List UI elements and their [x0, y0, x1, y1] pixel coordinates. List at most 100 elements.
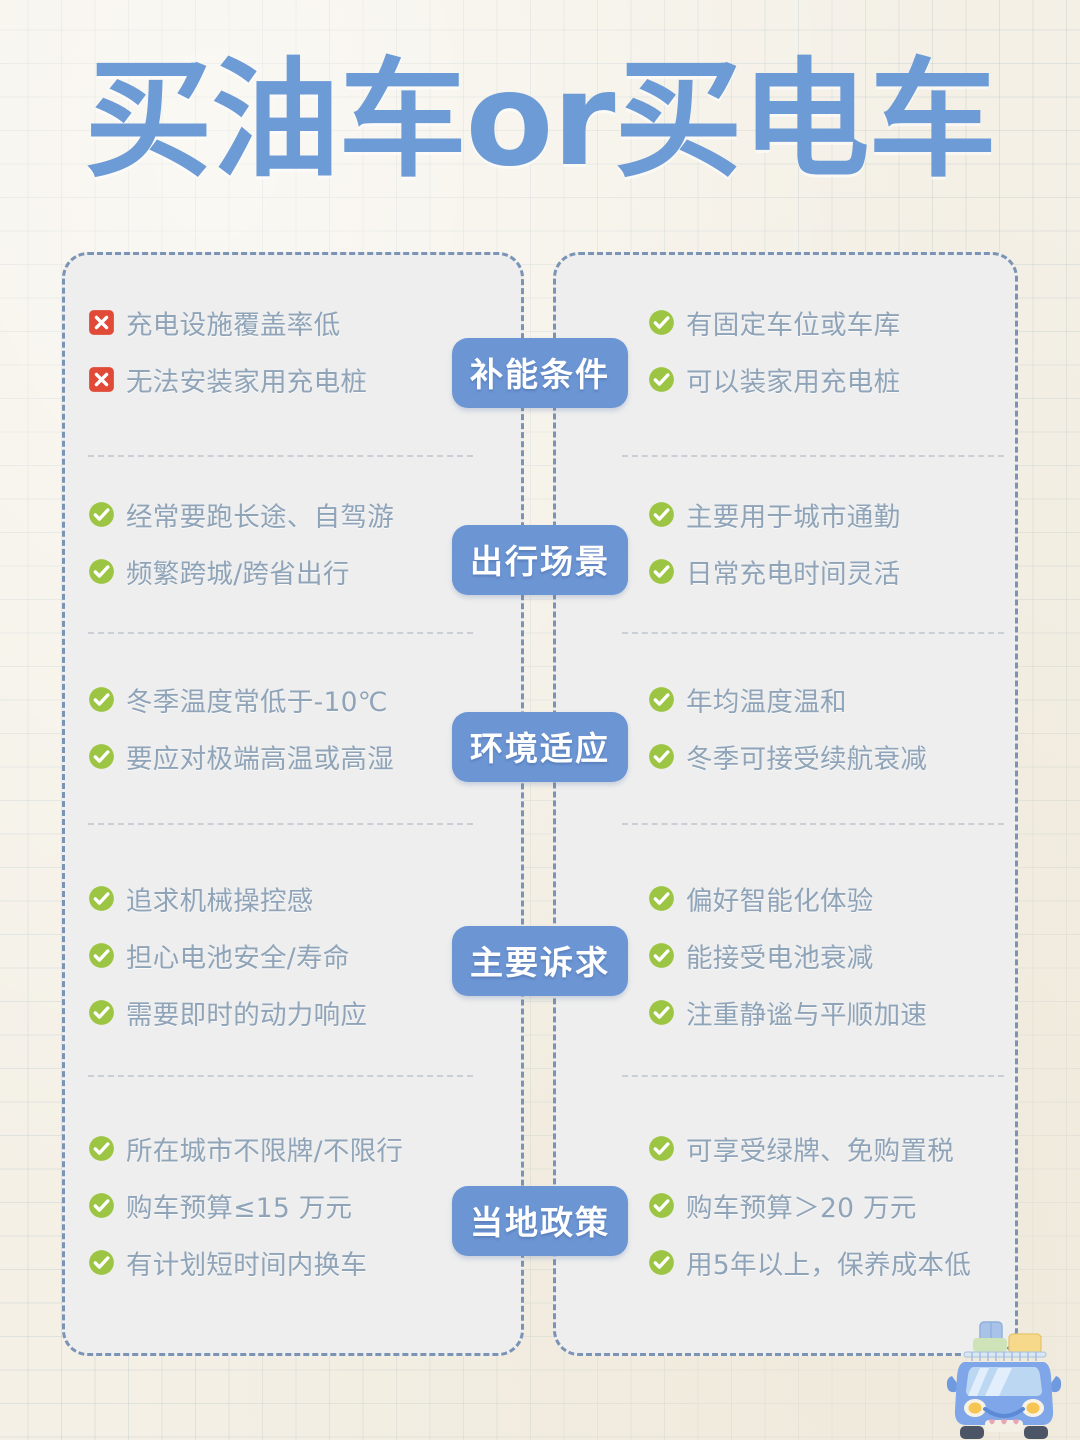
check-icon	[88, 686, 115, 713]
section-divider	[622, 1075, 1004, 1077]
list-item[interactable]: 所在城市不限牌/不限行	[88, 1129, 403, 1168]
list-item-label: 追求机械操控感	[126, 885, 314, 917]
check-icon	[648, 1249, 675, 1276]
check-icon	[648, 743, 675, 770]
list-item[interactable]: 有计划短时间内换车	[88, 1243, 367, 1282]
list-item-label: 购车预算≤15 万元	[126, 1192, 353, 1224]
check-icon	[88, 1249, 115, 1276]
category-label-5[interactable]: 当地政策	[452, 1186, 628, 1256]
list-item-label: 有计划短时间内换车	[126, 1249, 368, 1281]
list-item[interactable]: 能接受电池衰减	[648, 936, 874, 975]
list-item[interactable]: 充电设施覆盖率低	[88, 303, 340, 342]
cross-icon	[88, 309, 115, 336]
list-item[interactable]: 冬季温度常低于-10℃	[88, 680, 388, 719]
check-icon	[648, 366, 675, 393]
list-item[interactable]: 用5年以上，保养成本低	[648, 1243, 971, 1282]
list-item-label: 冬季温度常低于-10℃	[126, 687, 388, 718]
section-row: 经常要跑长途、自驾游频繁跨城/跨省出行主要用于城市通勤日常充电时间灵活	[0, 455, 1080, 630]
section-row: 充电设施覆盖率低无法安装家用充电桩有固定车位或车库可以装家用充电桩	[0, 262, 1080, 440]
check-icon	[88, 558, 115, 585]
category-label-3[interactable]: 环境适应	[452, 712, 628, 782]
check-icon	[648, 999, 675, 1026]
list-item[interactable]: 冬季可接受续航衰减	[648, 737, 927, 776]
list-item[interactable]: 偏好智能化体验	[648, 879, 874, 918]
check-icon	[648, 686, 675, 713]
check-icon	[648, 501, 675, 528]
section-divider	[88, 455, 473, 457]
list-item[interactable]: 注重静谧与平顺加速	[648, 993, 927, 1032]
list-item-label: 经常要跑长途、自驾游	[126, 501, 394, 533]
list-item[interactable]: 需要即时的动力响应	[88, 993, 367, 1032]
section-row: 冬季温度常低于-10℃ 要应对极端高温或高湿 年均温度温和冬季可接受续航衰减	[0, 638, 1080, 818]
list-item[interactable]: 主要用于城市通勤	[648, 495, 900, 534]
list-item-label: 可享受绿牌、免购置税	[686, 1135, 954, 1167]
list-item[interactable]: 可享受绿牌、免购置税	[648, 1129, 954, 1168]
list-item-label: 所在城市不限牌/不限行	[126, 1135, 404, 1167]
check-icon	[88, 743, 115, 770]
category-label-1[interactable]: 补能条件	[452, 338, 628, 408]
list-item[interactable]: 无法安装家用充电桩	[88, 360, 367, 399]
list-item-label: 可以装家用充电桩	[686, 367, 901, 398]
list-item-label: 注重静谧与平顺加速	[686, 999, 928, 1031]
list-item[interactable]: 要应对极端高温或高湿	[88, 737, 394, 776]
list-item-label: 频繁跨城/跨省出行	[126, 558, 350, 590]
category-label-2[interactable]: 出行场景	[452, 525, 628, 595]
section-right-items: 有固定车位或车库可以装家用充电桩	[648, 262, 1048, 440]
list-item[interactable]: 频繁跨城/跨省出行	[88, 552, 350, 591]
section-divider	[622, 632, 1004, 634]
cross-icon	[88, 366, 115, 393]
section-right-items: 年均温度温和冬季可接受续航衰减	[648, 638, 1048, 818]
list-item-label: 要应对极端高温或高湿	[126, 744, 394, 775]
list-item[interactable]: 有固定车位或车库	[648, 303, 900, 342]
list-item[interactable]: 追求机械操控感	[88, 879, 314, 918]
list-item-label: 充电设施覆盖率低	[126, 310, 341, 341]
list-item-label: 有固定车位或车库	[686, 310, 901, 341]
list-item[interactable]: 年均温度温和	[648, 680, 847, 719]
section-divider	[622, 455, 1004, 457]
ev-car-panel	[553, 252, 1018, 1356]
check-icon	[88, 1135, 115, 1162]
gas-car-panel	[62, 252, 524, 1356]
section-left-items: 经常要跑长途、自驾游频繁跨城/跨省出行	[88, 455, 488, 630]
section-divider	[622, 823, 1004, 825]
list-item-label: 购车预算＞20 万元	[686, 1192, 917, 1224]
section-row: 追求机械操控感担心电池安全/寿命需要即时的动力响应偏好智能化体验能接受电池衰减注…	[0, 845, 1080, 1065]
check-icon	[648, 1192, 675, 1219]
list-item-label: 主要用于城市通勤	[686, 501, 901, 533]
section-row: 所在城市不限牌/不限行购车预算≤15 万元有计划短时间内换车可享受绿牌、免购置税…	[0, 1085, 1080, 1325]
check-icon	[88, 942, 115, 969]
list-item[interactable]: 购车预算＞20 万元	[648, 1186, 917, 1225]
check-icon	[648, 309, 675, 336]
section-divider	[88, 823, 473, 825]
list-item-label: 冬季可接受续航衰减	[686, 744, 928, 775]
list-item-label: 年均温度温和	[686, 687, 847, 718]
check-icon	[648, 558, 675, 585]
list-item[interactable]: 可以装家用充电桩	[648, 360, 900, 399]
list-item[interactable]: 日常充电时间灵活	[648, 552, 900, 591]
section-right-items: 偏好智能化体验能接受电池衰减注重静谧与平顺加速	[648, 845, 1048, 1065]
section-left-items: 充电设施覆盖率低无法安装家用充电桩	[88, 262, 488, 440]
list-item[interactable]: 购车预算≤15 万元	[88, 1186, 352, 1225]
list-item[interactable]: 经常要跑长途、自驾游	[88, 495, 394, 534]
section-left-items: 所在城市不限牌/不限行购车预算≤15 万元有计划短时间内换车	[88, 1085, 488, 1325]
section-divider	[88, 1075, 473, 1077]
check-icon	[88, 999, 115, 1026]
list-item-label: 无法安装家用充电桩	[126, 367, 368, 398]
check-icon	[648, 1135, 675, 1162]
section-left-items: 冬季温度常低于-10℃ 要应对极端高温或高湿	[88, 638, 488, 818]
page-title: 买油车or买电车	[84, 46, 996, 195]
section-divider	[88, 632, 473, 634]
category-label-4[interactable]: 主要诉求	[452, 926, 628, 996]
check-icon	[88, 501, 115, 528]
check-icon	[88, 1192, 115, 1219]
check-icon	[88, 885, 115, 912]
list-item-label: 担心电池安全/寿命	[126, 942, 350, 974]
section-right-items: 可享受绿牌、免购置税购车预算＞20 万元用5年以上，保养成本低	[648, 1085, 1048, 1325]
list-item-label: 偏好智能化体验	[686, 885, 874, 917]
check-icon	[648, 885, 675, 912]
section-right-items: 主要用于城市通勤日常充电时间灵活	[648, 455, 1048, 630]
check-icon	[648, 942, 675, 969]
section-left-items: 追求机械操控感担心电池安全/寿命需要即时的动力响应	[88, 845, 488, 1065]
list-item[interactable]: 担心电池安全/寿命	[88, 936, 350, 975]
list-item-label: 日常充电时间灵活	[686, 558, 901, 590]
